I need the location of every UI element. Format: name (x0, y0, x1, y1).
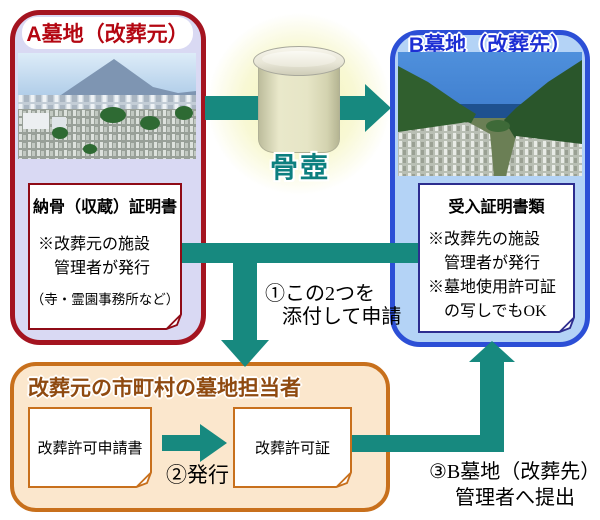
municipality-title: 改葬元の市町村の墓地担当者 (28, 377, 301, 400)
acceptance-certificate-note-3: ※墓地使用許可証 (428, 279, 557, 296)
urn-icon (258, 59, 340, 153)
cemetery-a-title-band: A墓地（改葬元） (22, 17, 193, 49)
step3-line2: 管理者へ提出 (455, 487, 575, 509)
reburial-permit-label: 改葬許可証 (254, 441, 330, 457)
step3-label: ③B墓地（改葬先） 管理者へ提出 (429, 459, 600, 511)
cemetery-a-title: A墓地（改葬元） (26, 23, 189, 46)
reburial-application-card: 改葬許可申請書 (28, 407, 152, 488)
page-fold-icon (553, 311, 575, 333)
reburial-permit-card: 改葬許可証 (233, 407, 352, 488)
arrow-permit-to-b-head (469, 341, 515, 362)
municipality-box: 改葬元の市町村の墓地担当者 改葬許可申請書 改葬許可証 (10, 362, 390, 512)
interment-certificate-note-2: 管理者が発行 (54, 260, 151, 277)
interment-certificate-card: 納骨（収蔵）証明書 ※改葬元の施設 管理者が発行 （寺・霊園事務所など） (28, 183, 182, 330)
page-fold-icon (160, 308, 182, 330)
step2-label: ②発行 (166, 463, 229, 487)
cemetery-a-photo (18, 53, 196, 159)
acceptance-certificate-title: 受入証明書類 (448, 199, 545, 216)
urn-label: 骨壺 (269, 152, 330, 183)
interment-certificate-title: 納骨（収蔵）証明書 (32, 199, 177, 216)
cemetery-b-title: B墓地（改葬先） (408, 34, 572, 57)
arrow-down-to-municipality-shaft (233, 243, 257, 341)
arrow-permit-to-b-horizontal (352, 435, 504, 452)
acceptance-certificate-note-4: の写しでもOK (444, 303, 547, 320)
certificates-connector-bar (182, 243, 418, 263)
step3-line1: ③B墓地（改葬先） (429, 461, 600, 483)
arrow-down-to-municipality-head (221, 340, 269, 367)
arrow-a-to-b-head (365, 84, 391, 132)
arrow-application-to-permit-head (200, 424, 227, 462)
urn-lid-icon (253, 46, 345, 76)
arrow-application-to-permit-shaft (162, 435, 200, 451)
cemetery-b-box: B墓地（改葬先） 受入証明書類 ※改葬先の (390, 30, 590, 347)
cemetery-b-photo (398, 52, 582, 176)
cemetery-a-box: A墓地（改葬元） (10, 10, 206, 345)
acceptance-certificate-card: 受入証明書類 ※改葬先の施設 管理者が発行 ※墓地使用許可証 の写しでもOK (418, 183, 575, 333)
interment-certificate-note-3: （寺・霊園事務所など） (30, 292, 180, 307)
acceptance-certificate-note-2: 管理者が発行 (444, 255, 541, 272)
arrow-permit-to-b-vertical (480, 360, 504, 452)
reburial-application-label: 改葬許可申請書 (37, 441, 143, 457)
page-fold-icon (130, 466, 152, 488)
page-fold-icon (330, 466, 352, 488)
step1-line1: ①この2つを (265, 283, 375, 305)
acceptance-certificate-note-1: ※改葬先の施設 (428, 231, 541, 248)
step1-line2: 添付して申請 (282, 306, 402, 328)
interment-certificate-note-1: ※改葬元の施設 (38, 236, 151, 253)
step1-label: ①この2つを 添付して申請 (265, 283, 401, 329)
